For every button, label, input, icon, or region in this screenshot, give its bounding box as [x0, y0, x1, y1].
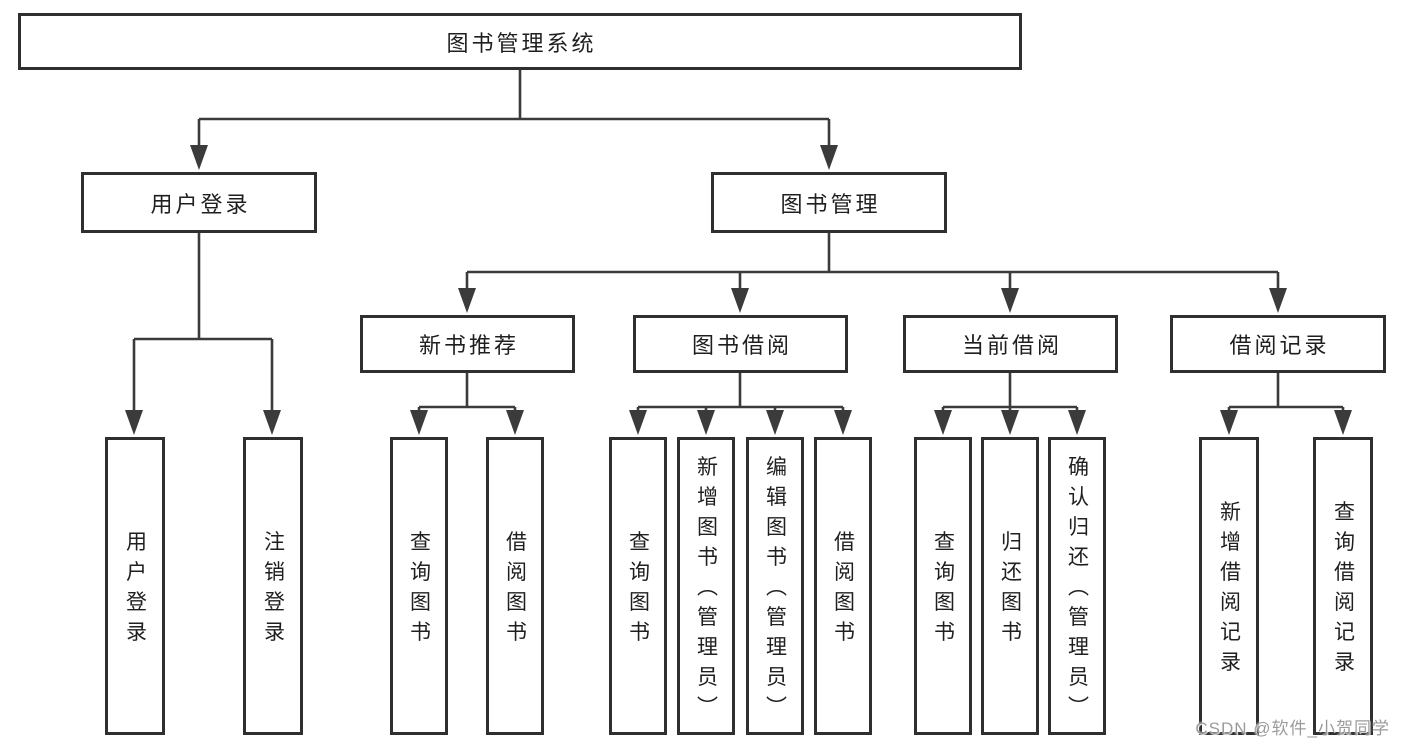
- leaf-query-borrow-record: 查询借阅记录: [1313, 437, 1373, 735]
- leaf-add-borrow-record: 新增借阅记录: [1199, 437, 1259, 735]
- leaf-logout: 注销登录: [243, 437, 303, 735]
- leaf-borrow-books-1: 借阅图书: [486, 437, 544, 735]
- node-book-management: 图书管理: [711, 172, 947, 233]
- leaf-add-book-admin: 新增图书（管理员）: [677, 437, 735, 735]
- leaf-query-books-1: 查询图书: [390, 437, 448, 735]
- node-label: 查询图书: [931, 530, 955, 651]
- leaf-query-books-2: 查询图书: [609, 437, 667, 735]
- leaf-return-book: 归还图书: [981, 437, 1039, 735]
- node-label: 借阅图书: [503, 530, 527, 651]
- node-borrowing-records: 借阅记录: [1170, 315, 1386, 373]
- node-user-login: 用户登录: [81, 172, 317, 233]
- node-label: 归还图书: [998, 530, 1022, 651]
- leaf-user-login: 用户登录: [105, 437, 165, 735]
- node-label: 查询借阅记录: [1331, 500, 1355, 681]
- node-label: 用户登录: [150, 191, 251, 217]
- leaf-confirm-return-admin: 确认归还（管理员）: [1048, 437, 1106, 735]
- node-label: 图书借阅: [691, 333, 792, 358]
- node-label: 新增借阅记录: [1217, 500, 1241, 681]
- node-label: 确认归还（管理员）: [1065, 455, 1089, 726]
- node-library-management-system: 图书管理系统: [18, 13, 1022, 70]
- leaf-edit-book-admin: 编辑图书（管理员）: [746, 437, 804, 735]
- node-label: 借阅图书: [831, 530, 855, 651]
- node-label: 图书管理: [780, 191, 881, 217]
- node-label: 查询图书: [407, 530, 431, 651]
- node-new-book-recommend: 新书推荐: [360, 315, 575, 373]
- node-label: 借阅记录: [1229, 333, 1330, 358]
- tree-edges: [132, 70, 1345, 412]
- leaf-borrow-books-2: 借阅图书: [814, 437, 872, 735]
- leaf-query-books-3: 查询图书: [914, 437, 972, 735]
- node-label: 查询图书: [626, 530, 650, 651]
- node-label: 编辑图书（管理员）: [763, 455, 787, 726]
- arrowheads: [125, 145, 1352, 435]
- node-label: 新增图书（管理员）: [694, 455, 718, 726]
- node-label: 当前借阅: [961, 333, 1062, 358]
- node-label: 注销登录: [261, 530, 285, 651]
- node-current-borrowing: 当前借阅: [903, 315, 1118, 373]
- node-label: 图书管理系统: [446, 30, 597, 56]
- node-book-borrowing: 图书借阅: [633, 315, 848, 373]
- node-label: 新书推荐: [418, 333, 519, 358]
- watermark: CSDN @软件_小贺同学: [1195, 719, 1390, 738]
- node-label: 用户登录: [123, 530, 147, 651]
